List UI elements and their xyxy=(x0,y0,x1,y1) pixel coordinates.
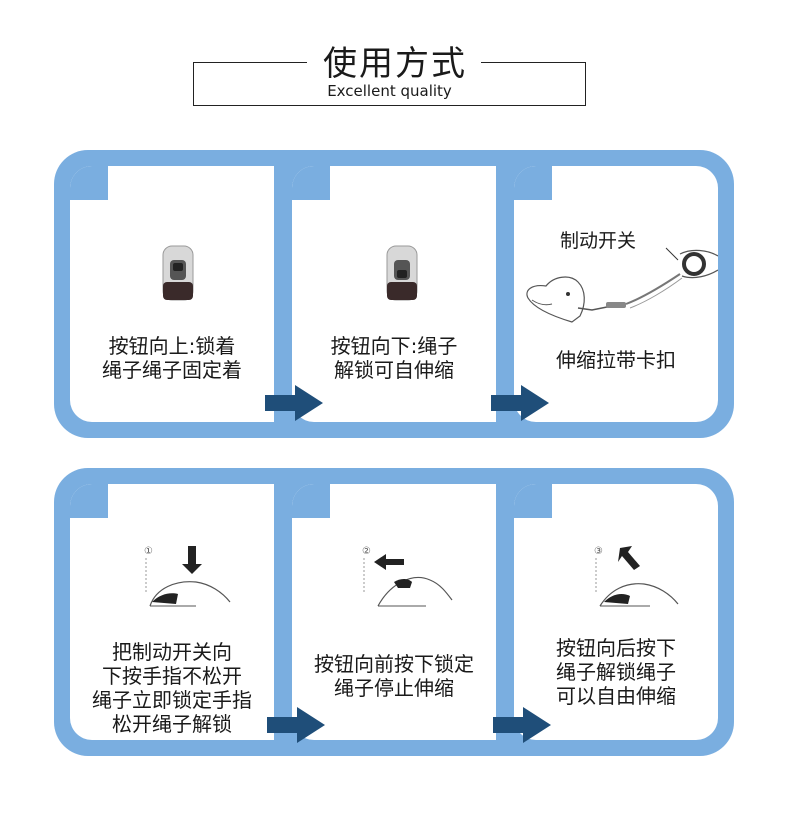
step-text-push-forward: 按钮向前按下锁定 绳子停止伸缩 xyxy=(292,652,496,700)
dog-leash-illustration xyxy=(526,247,718,323)
page-title: 使用方式 xyxy=(0,36,790,85)
text-line: 绳子停止伸缩 xyxy=(334,676,454,700)
card-notch xyxy=(292,166,330,200)
text-line: 绳子解锁绳子 xyxy=(556,660,676,684)
text-line: 绳子立即锁定手指 xyxy=(92,688,252,712)
header-frame xyxy=(193,62,586,106)
text-line: 松开绳子解锁 xyxy=(112,712,232,736)
card-notch xyxy=(70,166,108,200)
step-number-2: ② xyxy=(362,546,371,557)
step-card-press-down: ① 把制动开关向 下按手指不松开 绳子立即锁定手指 松开绳子解锁 xyxy=(70,484,274,740)
push-back-hand-icon: ③ xyxy=(594,546,679,607)
next-arrow-icon xyxy=(491,385,549,421)
instruction-panel-1: 按钮向上:锁着 绳子绳子固定着 按钮向下:绳子 解锁可自伸缩 制动开关 xyxy=(54,150,734,438)
next-arrow-icon xyxy=(267,707,325,743)
step-card-push-forward: ② 按钮向前按下锁定 绳子停止伸缩 xyxy=(292,484,496,740)
text-line: 伸缩拉带卡扣 xyxy=(556,348,676,372)
push-forward-hand-icon: ② xyxy=(362,546,453,607)
header-rule-right xyxy=(481,62,586,63)
step-card-unlock: 按钮向下:绳子 解锁可自伸缩 xyxy=(292,166,496,422)
text-line: 按钮向下:绳子 xyxy=(330,334,458,358)
next-arrow-icon xyxy=(493,707,551,743)
step-number-3: ③ xyxy=(594,546,603,557)
card-notch xyxy=(292,484,330,518)
press-down-hand-icon: ① xyxy=(144,546,231,607)
step-card-brake: 制动开关 伸缩拉带卡扣 xyxy=(514,166,718,422)
brake-switch-label: 制动开关 xyxy=(560,230,637,252)
step-text-unlock: 按钮向下:绳子 解锁可自伸缩 xyxy=(292,334,496,382)
text-line: 下按手指不松开 xyxy=(102,664,242,688)
leash-handle-unlocked-icon xyxy=(386,245,418,301)
step-card-push-back: ③ 按钮向后按下 绳子解锁绳子 可以自由伸缩 xyxy=(514,484,718,740)
step-text-push-back: 按钮向后按下 绳子解锁绳子 可以自由伸缩 xyxy=(514,636,718,708)
step-number-1: ① xyxy=(144,546,153,557)
step-text-lock: 按钮向上:锁着 绳子绳子固定着 xyxy=(70,334,274,382)
instruction-panel-2: ① 把制动开关向 下按手指不松开 绳子立即锁定手指 松开绳子解锁 ② 按钮向前按… xyxy=(54,468,734,756)
text-line: 解锁可自伸缩 xyxy=(334,358,454,382)
page-subtitle: Excellent quality xyxy=(327,82,452,100)
text-line: 绳子绳子固定着 xyxy=(102,358,242,382)
step-text-brake: 伸缩拉带卡扣 xyxy=(514,348,718,372)
step-text-press-down: 把制动开关向 下按手指不松开 绳子立即锁定手指 松开绳子解锁 xyxy=(70,640,274,736)
card-notch xyxy=(514,166,552,200)
text-line: 按钮向前按下锁定 xyxy=(314,652,474,676)
next-arrow-icon xyxy=(265,385,323,421)
leash-handle-locked-icon xyxy=(162,245,194,301)
card-notch xyxy=(70,484,108,518)
card-notch xyxy=(514,484,552,518)
text-line: 可以自由伸缩 xyxy=(556,684,676,708)
text-line: 按钮向上:锁着 xyxy=(108,334,236,358)
text-line: 把制动开关向 xyxy=(112,640,232,664)
header-rule-left xyxy=(193,62,307,63)
step-card-lock: 按钮向上:锁着 绳子绳子固定着 xyxy=(70,166,274,422)
text-line: 按钮向后按下 xyxy=(556,636,676,660)
